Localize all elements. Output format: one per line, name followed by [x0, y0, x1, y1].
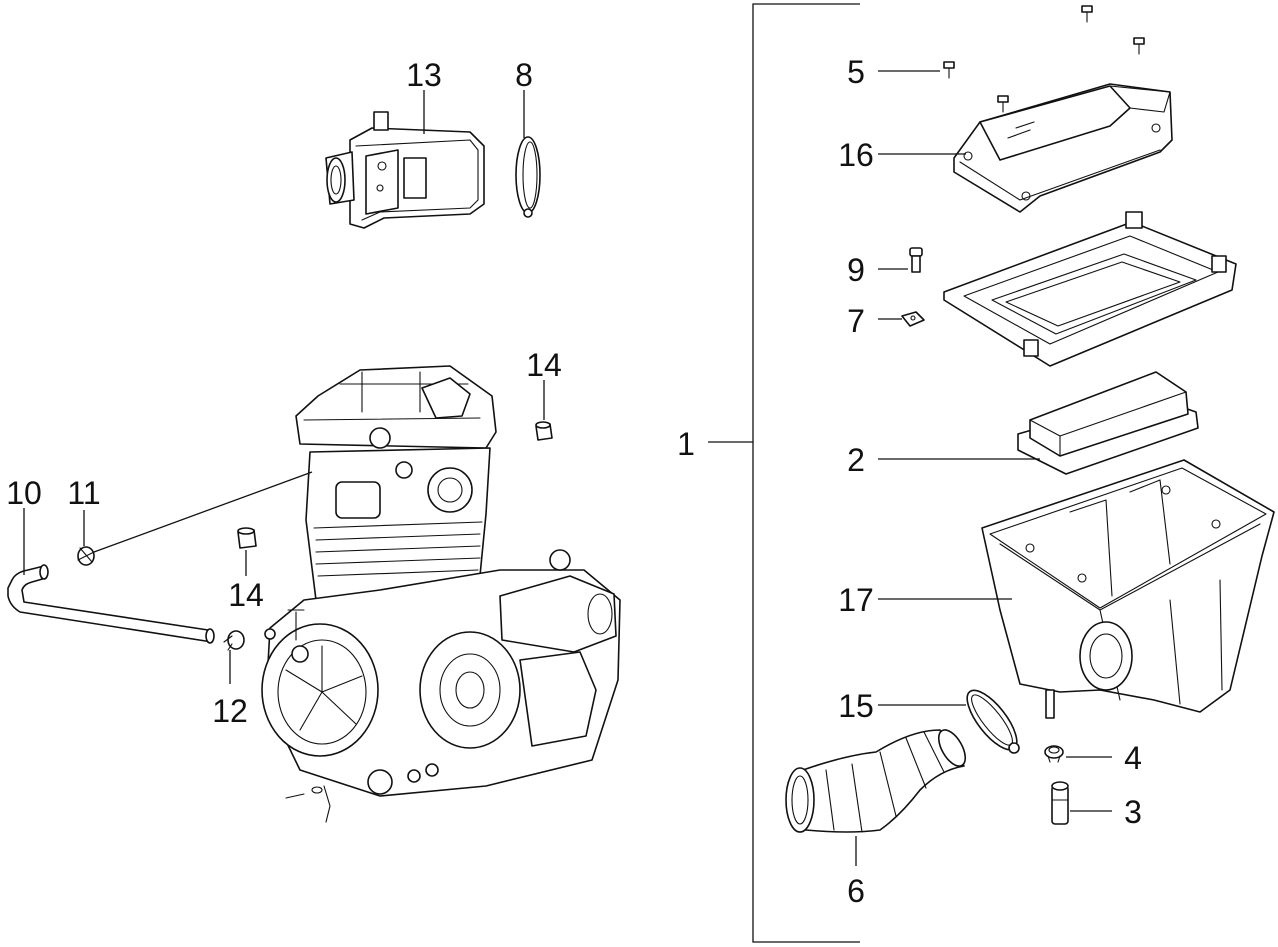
callout-8: 8: [515, 57, 533, 93]
callout-5: 5: [847, 54, 865, 90]
screws-part-5: [943, 5, 1145, 113]
plug-part-14a: [535, 421, 553, 441]
plug-part-14b: [237, 527, 257, 549]
callout-10: 10: [6, 475, 42, 511]
callout-14a: 14: [526, 347, 562, 383]
filter-frame-part: [943, 211, 1237, 367]
callout-4: 4: [1124, 740, 1142, 776]
clamp-part-15: [966, 689, 1020, 754]
airbox-lid-part-16: [953, 83, 1173, 213]
callout-17: 17: [838, 582, 874, 618]
clamp-part-12: [223, 630, 245, 651]
callout-6: 6: [847, 873, 865, 909]
callout-2: 2: [847, 442, 865, 478]
breather-hose-part-10: [7, 564, 215, 644]
clip-part-7: [901, 311, 925, 327]
intake-boot-part-6: [785, 729, 967, 833]
callout-7: 7: [847, 303, 865, 339]
screw-part-9: [909, 247, 923, 273]
callout-11: 11: [67, 475, 100, 511]
callout-15: 15: [838, 688, 874, 724]
assembly-bracket: [708, 3, 860, 943]
engine-part: [261, 365, 621, 823]
clamp-part-8: [515, 136, 541, 218]
callout-14b: 14: [228, 577, 264, 613]
callout-13: 13: [406, 57, 442, 93]
filter-element-part-2: [1017, 371, 1199, 475]
callout-1: 1: [677, 426, 695, 462]
leader-hose-route: [93, 471, 313, 553]
throttle-body-part: [325, 111, 485, 229]
clamp-part-11: [77, 546, 95, 566]
callout-12: 12: [212, 693, 248, 729]
callout-16: 16: [838, 137, 874, 173]
callout-3: 3: [1124, 794, 1142, 830]
airbox-housing-part-17: [981, 459, 1275, 719]
clip-part-4: [1044, 745, 1064, 763]
drain-plug-part-3: [1051, 781, 1069, 825]
callout-9: 9: [847, 252, 865, 288]
